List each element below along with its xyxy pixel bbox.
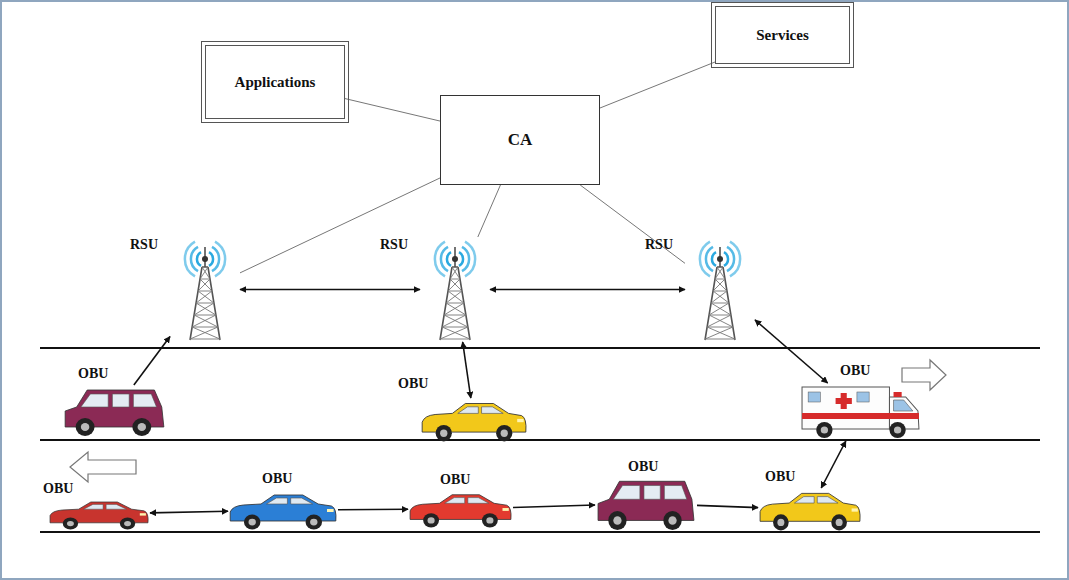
obu-label: OBU bbox=[440, 472, 470, 488]
car-icon bbox=[758, 488, 862, 531]
obu-label: OBU bbox=[262, 471, 292, 487]
rsu-label: RSU bbox=[130, 237, 158, 253]
car-icon bbox=[228, 490, 338, 530]
link-arrow bbox=[463, 342, 471, 398]
car-icon bbox=[48, 498, 150, 530]
tower-icon bbox=[685, 237, 755, 342]
car-icon bbox=[420, 398, 528, 442]
vehicle-obu: OBU bbox=[48, 498, 150, 530]
link-arrow bbox=[240, 289, 420, 291]
road-edge bbox=[40, 347, 1040, 349]
car-icon bbox=[408, 490, 513, 528]
vehicle-obu: OBU bbox=[228, 490, 338, 530]
direction-arrow bbox=[70, 452, 136, 482]
link-line bbox=[345, 99, 440, 121]
system-box: Services bbox=[715, 6, 850, 64]
link-line bbox=[240, 178, 440, 273]
link-line bbox=[600, 62, 715, 108]
vehicle-obu: OBU bbox=[408, 490, 513, 528]
road-divider bbox=[40, 439, 1040, 441]
rsu-tower: RSU bbox=[170, 237, 240, 342]
box-title: CA bbox=[508, 130, 533, 150]
tower-icon bbox=[420, 237, 490, 342]
obu-label: OBU bbox=[78, 366, 108, 382]
car-icon bbox=[62, 385, 167, 437]
rsu-label: RSU bbox=[380, 237, 408, 253]
road-edge bbox=[40, 531, 1040, 533]
vehicle-obu: OBU bbox=[62, 385, 167, 437]
link-arrow bbox=[697, 505, 758, 507]
link-arrow bbox=[513, 505, 595, 507]
link-arrow bbox=[338, 508, 408, 510]
tower-icon bbox=[170, 237, 240, 342]
link-arrow bbox=[134, 336, 170, 385]
link-arrow bbox=[150, 511, 228, 513]
rsu-tower: RSU bbox=[420, 237, 490, 342]
vehicle-obu: OBU bbox=[420, 398, 528, 442]
box-title: Applications bbox=[235, 74, 316, 91]
obu-label: OBU bbox=[43, 481, 73, 497]
vehicle-obu: OBU bbox=[758, 488, 862, 531]
link-arrow bbox=[821, 441, 846, 488]
system-box: Applications bbox=[205, 45, 345, 119]
link-line bbox=[580, 185, 685, 263]
link-arrow bbox=[755, 320, 828, 383]
link-line bbox=[478, 185, 501, 237]
vehicle-obu: OBU bbox=[595, 476, 697, 531]
rsu-tower: RSU bbox=[685, 237, 755, 342]
box-title: Services bbox=[756, 27, 808, 44]
link-arrow bbox=[490, 289, 685, 291]
vehicle-obu: OBU bbox=[800, 383, 922, 441]
system-box: CA bbox=[440, 95, 600, 185]
obu-label: OBU bbox=[840, 363, 870, 379]
obu-label: OBU bbox=[398, 376, 428, 392]
car-icon bbox=[595, 476, 697, 531]
direction-arrow bbox=[902, 360, 946, 390]
obu-label: OBU bbox=[765, 469, 795, 485]
car-icon bbox=[800, 383, 922, 441]
obu-label: OBU bbox=[628, 459, 658, 475]
rsu-label: RSU bbox=[645, 237, 673, 253]
